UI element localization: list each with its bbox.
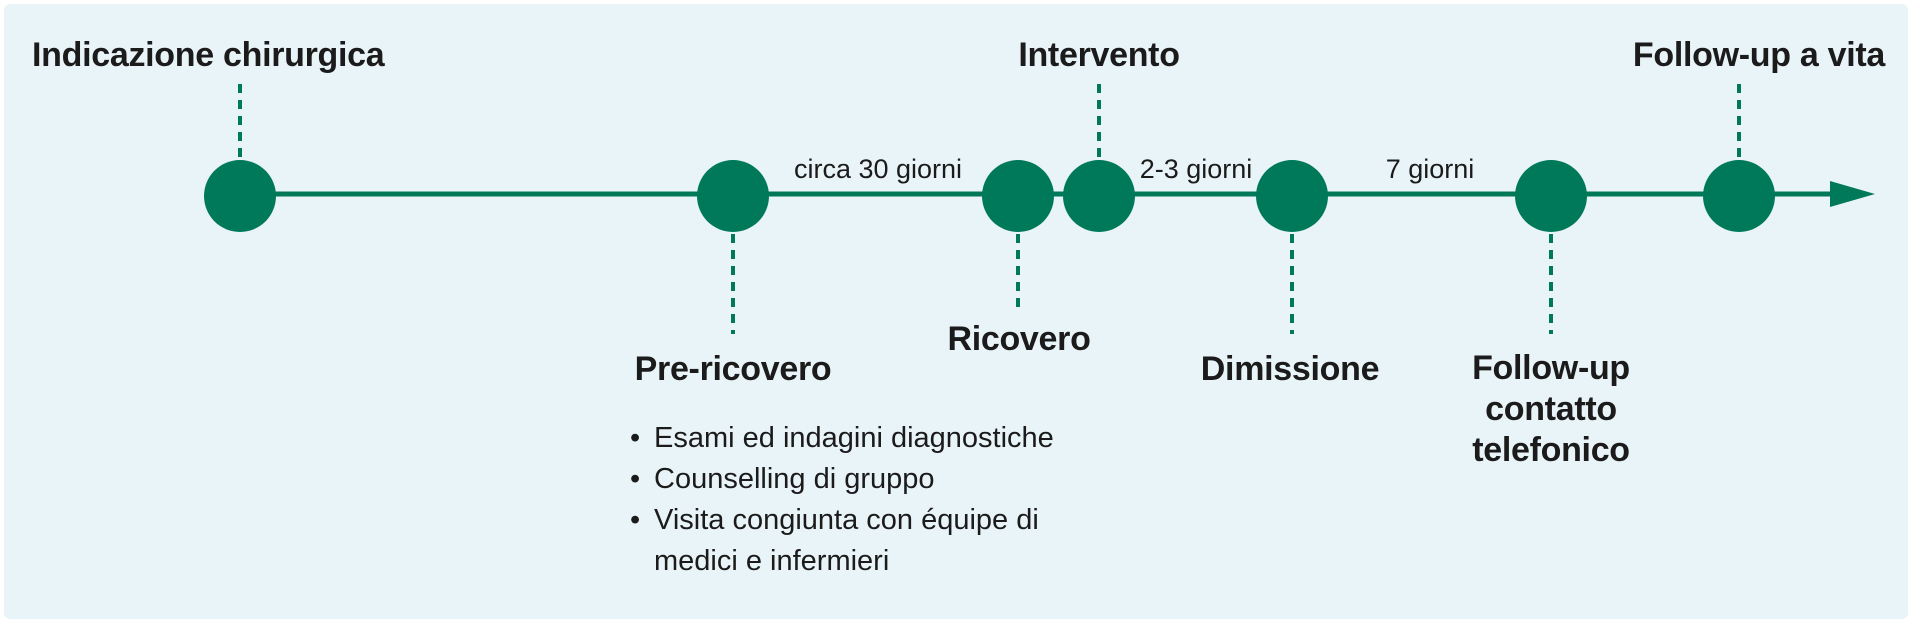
stage-label-pre-ricovero: Pre-ricovero <box>634 350 832 388</box>
diagram-background <box>4 4 1908 619</box>
activity-item: • Esami ed indagini diagnostiche <box>630 418 1134 459</box>
stage-label-intervento: Intervento <box>1018 36 1180 74</box>
node-dimissione <box>1256 160 1328 232</box>
bullet-icon: • <box>630 422 641 454</box>
node-follow-up-vita <box>1703 160 1775 232</box>
node-pre-ricovero <box>697 160 769 232</box>
pre-ricovero-activity-list: • Esami ed indagini diagnostiche • Couns… <box>630 418 1134 582</box>
timeline-arrowhead <box>1830 181 1875 207</box>
stage-label-ricovero: Ricovero <box>947 320 1091 358</box>
interval-label-intervento-to-dimissione: 2-3 giorni <box>1139 154 1253 184</box>
stage-label-follow-up-vita: Follow-up a vita <box>1632 36 1885 74</box>
node-indicazione <box>204 160 276 232</box>
activity-text: Visita congiunta con équipe di medici e … <box>654 504 1039 577</box>
stage-label-follow-up-telefonico: Follow-up contatto telefonico <box>1472 349 1630 469</box>
interval-label-dimissione-to-followup: 7 giorni <box>1385 154 1475 184</box>
stage-label-indicazione: Indicazione chirurgica <box>32 36 385 74</box>
activity-text: Counselling di gruppo <box>654 463 935 495</box>
node-intervento <box>1063 160 1135 232</box>
activity-item: • Counselling di gruppo <box>630 459 1134 500</box>
interval-label-pre-to-ricovero: circa 30 giorni <box>793 154 963 184</box>
activity-item: • Visita congiunta con équipe di medici … <box>630 500 1094 582</box>
bullet-icon: • <box>630 504 641 536</box>
node-ricovero <box>982 160 1054 232</box>
stage-label-dimissione: Dimissione <box>1200 350 1380 388</box>
bullet-icon: • <box>630 463 641 495</box>
node-follow-up-telefonico <box>1515 160 1587 232</box>
activity-text: Esami ed indagini diagnostiche <box>654 422 1054 454</box>
